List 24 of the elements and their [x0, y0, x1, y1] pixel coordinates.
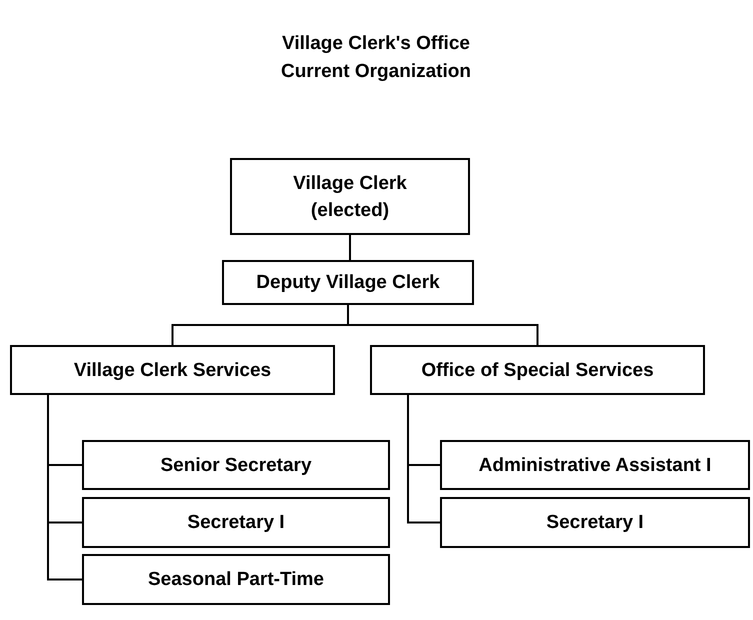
position-title: Village Clerk Services [74, 358, 272, 382]
position-note: (elected) [310, 198, 390, 222]
position-title: Seasonal Part-Time [148, 568, 324, 592]
org-box [370, 345, 705, 395]
position-title: Village Clerk [293, 172, 407, 196]
org-box [440, 440, 750, 490]
position-title: Secretary I [187, 511, 285, 535]
position-title: Secretary I [546, 511, 644, 535]
connector-line [347, 305, 538, 345]
org-box [82, 497, 390, 548]
org-box [82, 440, 390, 490]
org-box [230, 158, 470, 235]
position-title: Administrative Assistant I [478, 454, 712, 478]
org-box [82, 554, 390, 605]
position-title: Senior Secretary [160, 454, 312, 478]
position-title: Deputy Village Clerk [256, 271, 440, 295]
org-box [222, 260, 474, 305]
position-title: Office of Special Services [421, 358, 654, 382]
org-box [440, 497, 750, 548]
diagram-title: Village Clerk's Office Current Organization [280, 32, 472, 84]
org-box [10, 345, 335, 395]
connector-line [349, 235, 351, 260]
connector-line [407, 395, 440, 524]
connector-line [47, 395, 82, 580]
